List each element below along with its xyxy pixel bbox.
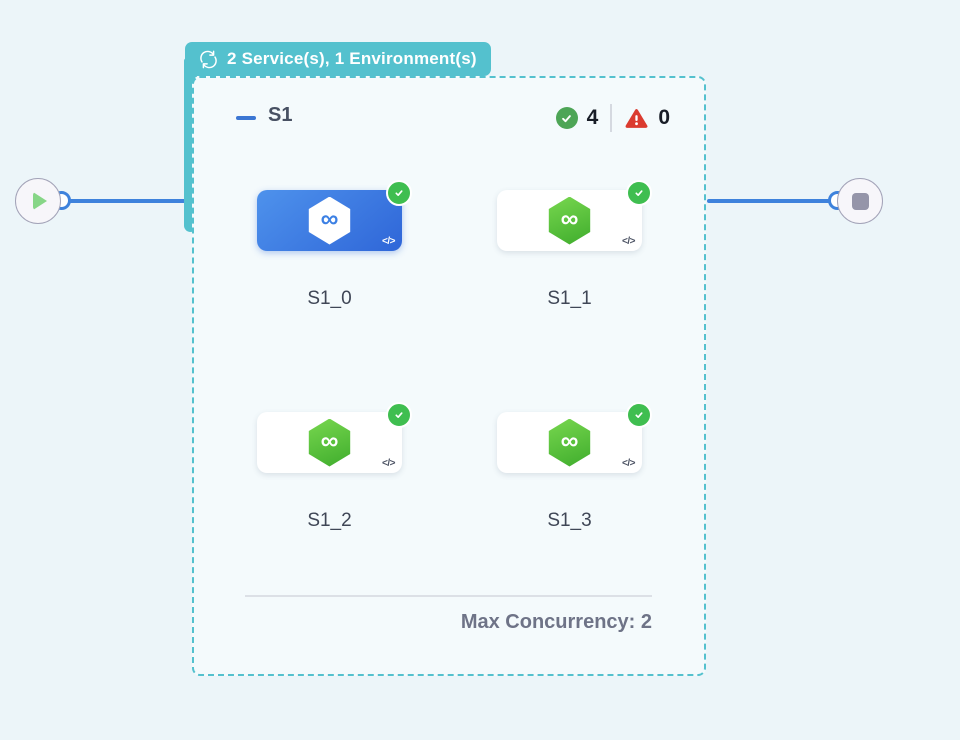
services-environments-badge[interactable]: 2 Service(s), 1 Environment(s) [185, 42, 491, 76]
stage-group-container[interactable]: S1 4 0 ∞ </> ∞ </> S1_0 S1_1 [192, 76, 706, 676]
service-hexagon-icon: ∞ [308, 196, 351, 245]
edge-line-right [707, 199, 832, 203]
badge-label: 2 Service(s), 1 Environment(s) [227, 49, 477, 68]
error-count: 0 [658, 106, 670, 129]
loop-icon [200, 50, 217, 68]
code-icon: </> [382, 236, 395, 247]
stage-name: S1 [268, 104, 293, 126]
footer-divider [245, 595, 652, 597]
service-card-s1-0[interactable]: ∞ </> [257, 180, 412, 251]
code-icon: </> [382, 458, 395, 469]
infinity-icon: ∞ [560, 205, 579, 233]
success-count-icon [555, 107, 578, 129]
code-icon: </> [622, 458, 635, 469]
service-hexagon-icon: ∞ [548, 196, 591, 245]
service-card-s1-2[interactable]: ∞ </> [257, 402, 412, 473]
play-icon [33, 192, 47, 210]
infinity-icon: ∞ [320, 205, 339, 233]
stop-icon [851, 192, 869, 210]
success-badge-icon [386, 402, 412, 428]
service-card-label: S1_0 [307, 288, 352, 309]
start-node[interactable] [15, 178, 61, 224]
service-card-label: S1_2 [307, 510, 352, 531]
service-card-s1-1[interactable]: ∞ </> [497, 180, 652, 251]
status-divider [610, 104, 613, 132]
error-count-icon [625, 108, 648, 128]
service-card-label: S1_3 [547, 510, 592, 531]
infinity-icon: ∞ [560, 427, 579, 455]
infinity-icon: ∞ [320, 427, 339, 455]
success-count: 4 [586, 106, 599, 129]
code-icon: </> [622, 236, 635, 247]
edge-line-left [60, 199, 187, 203]
stage-status-group: 4 0 [555, 102, 670, 134]
success-badge-icon [386, 180, 412, 206]
service-card-label: S1_1 [547, 288, 592, 309]
success-badge-icon [626, 180, 652, 206]
service-hexagon-icon: ∞ [308, 418, 351, 467]
service-hexagon-icon: ∞ [548, 418, 591, 467]
max-concurrency-label: Max Concurrency: 2 [460, 611, 652, 633]
collapse-button[interactable] [236, 116, 256, 120]
end-node[interactable] [837, 178, 883, 224]
success-badge-icon [626, 402, 652, 428]
service-card-s1-3[interactable]: ∞ </> [497, 402, 652, 473]
